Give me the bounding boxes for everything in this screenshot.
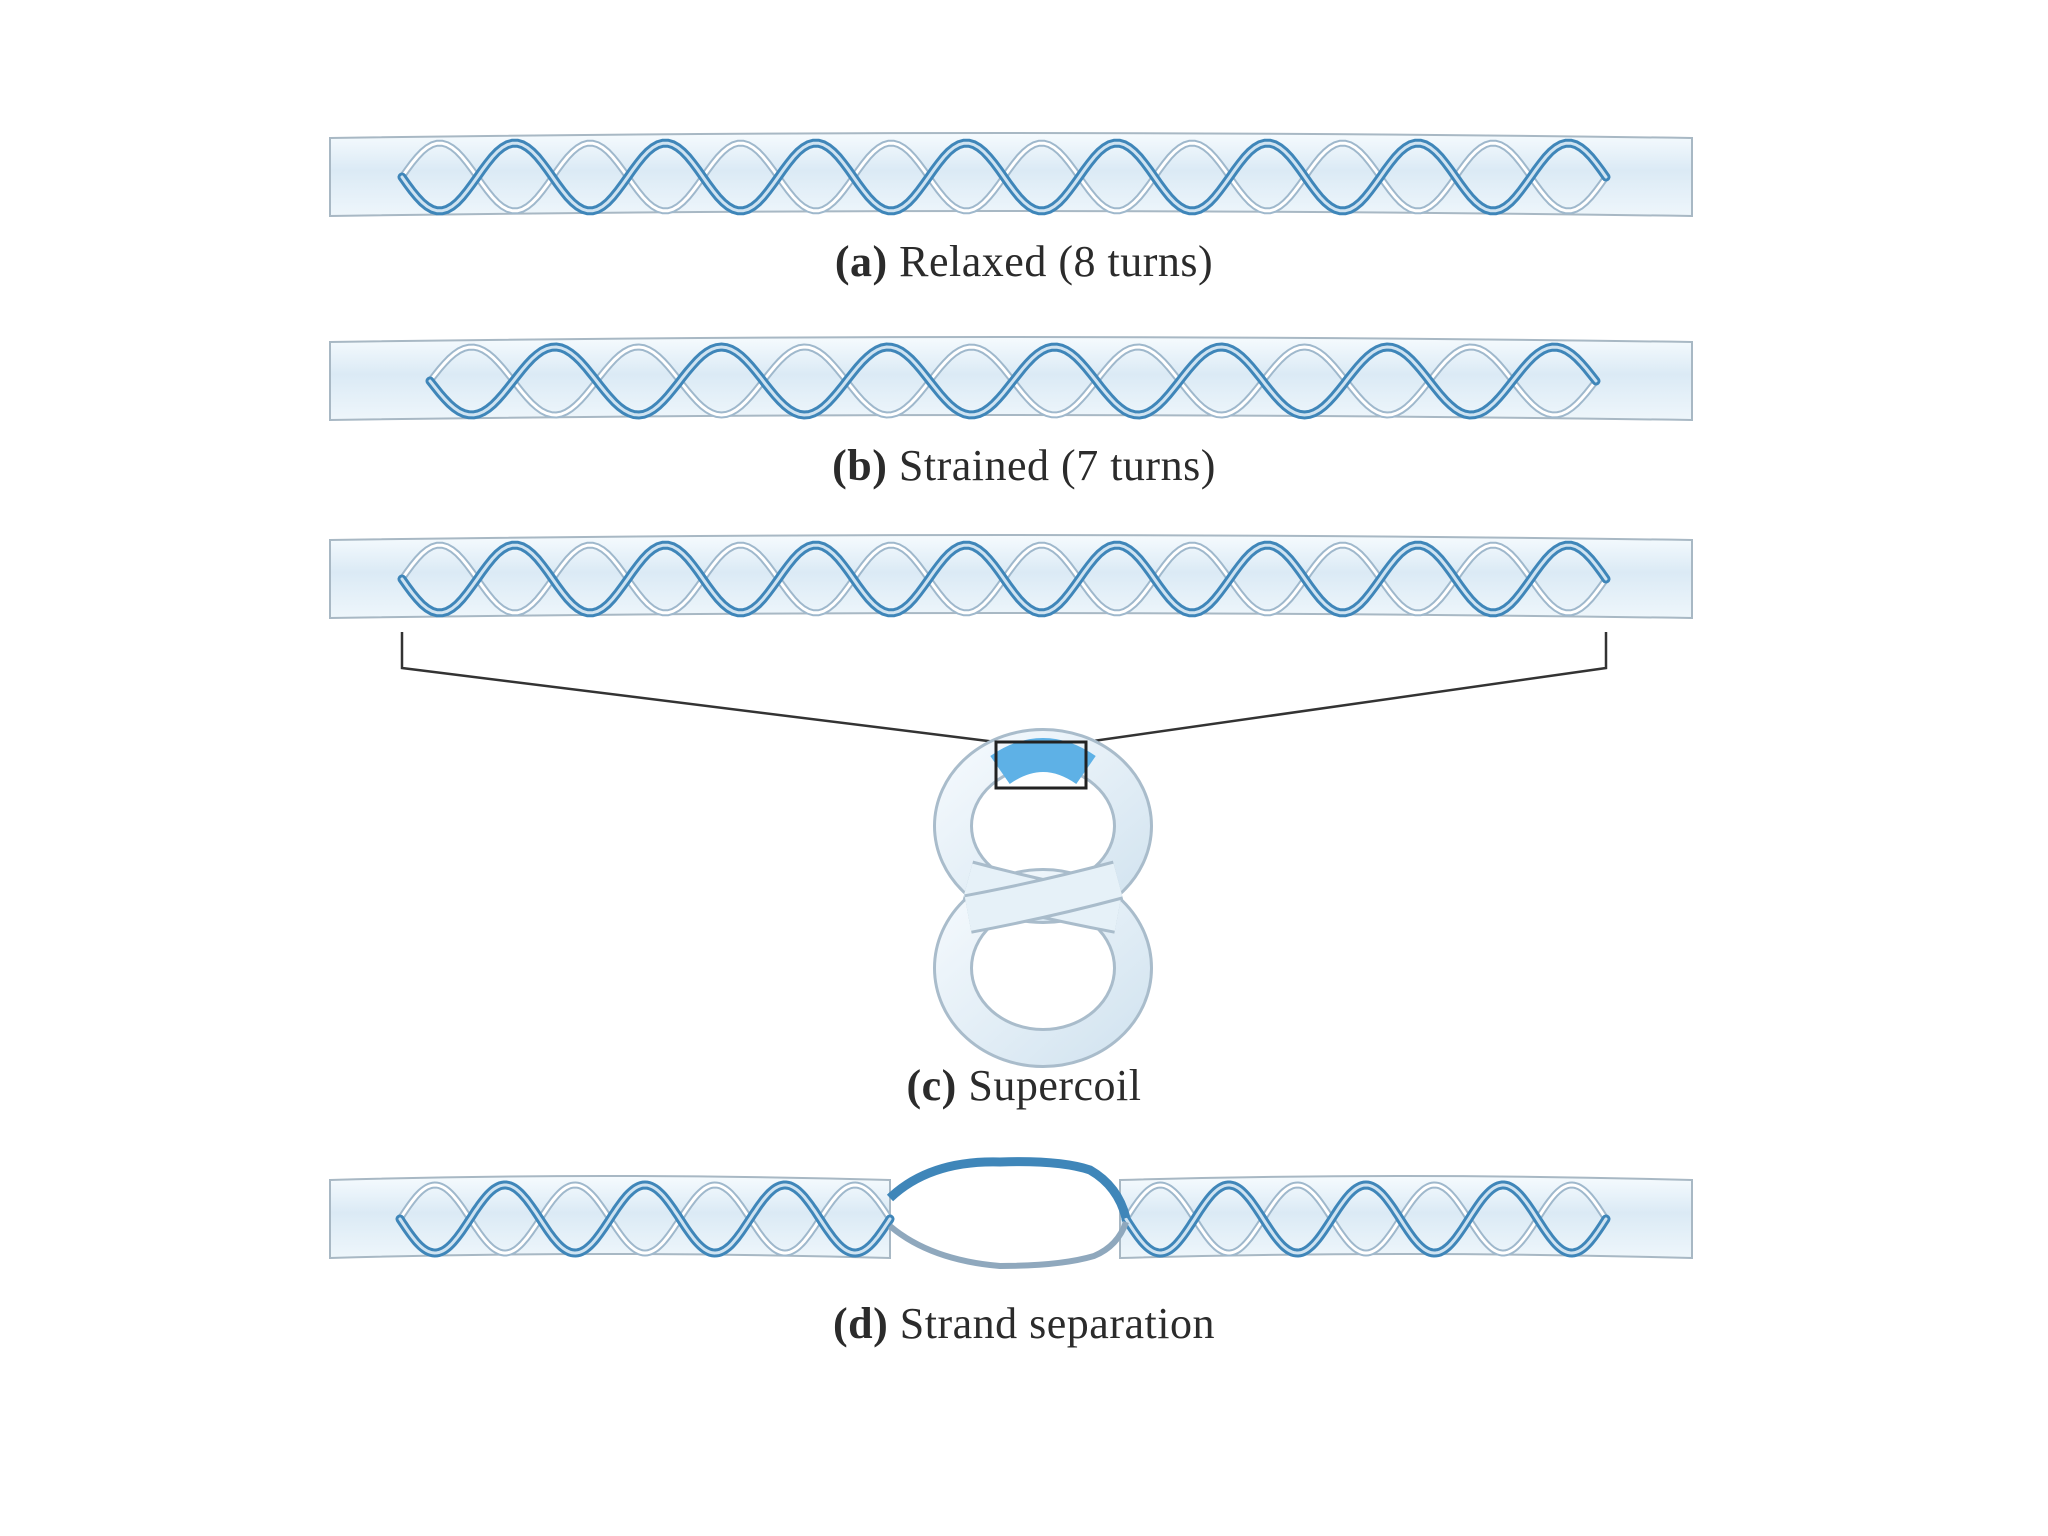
zoom-box <box>994 740 1088 790</box>
panel-c-supercoil <box>329 534 1693 1068</box>
helix-front-strand-core <box>400 141 1608 213</box>
bracket-lines <box>400 632 1608 744</box>
caption-b-text: Strained (7 turns) <box>898 441 1216 490</box>
caption-c-text: Supercoil <box>968 1061 1142 1110</box>
helix-back-strand-core <box>398 1183 892 1255</box>
helix-back-strand-core <box>1124 1183 1608 1255</box>
double-helix-icon <box>395 1180 895 1258</box>
caption-b: (b) Strained (7 turns) <box>0 440 2048 491</box>
caption-c: (c) Supercoil <box>0 1060 2048 1111</box>
caption-a-text: Relaxed (8 turns) <box>899 237 1214 286</box>
caption-a-tag: (a) <box>834 237 888 286</box>
helix-front-strand-core <box>1124 1183 1608 1255</box>
caption-d: (d) Strand separation <box>0 1298 2048 1349</box>
helix-front-strand-core <box>428 345 1598 417</box>
separated-strand-top <box>886 1157 1131 1220</box>
caption-c-tag: (c) <box>906 1061 957 1110</box>
double-helix-icon <box>397 138 1611 216</box>
panel-d-strand-separation <box>329 1157 1693 1270</box>
double-helix-icon <box>397 540 1611 618</box>
caption-b-tag: (b) <box>832 441 888 490</box>
panel-b-strained <box>329 336 1693 422</box>
double-helix-icon <box>425 342 1601 420</box>
caption-a: (a) Relaxed (8 turns) <box>0 236 2048 287</box>
separated-strand-bottom <box>888 1220 1129 1270</box>
double-helix-icon <box>1121 1180 1611 1258</box>
panel-a-relaxed <box>329 132 1693 218</box>
helix-front-strand-core <box>398 1183 892 1255</box>
caption-d-tag: (d) <box>833 1299 889 1348</box>
figure-eight-supercoil-icon <box>933 728 1153 1068</box>
helix-front-strand-core <box>400 543 1608 615</box>
caption-d-text: Strand separation <box>899 1299 1215 1348</box>
highlight-segment <box>990 738 1096 785</box>
